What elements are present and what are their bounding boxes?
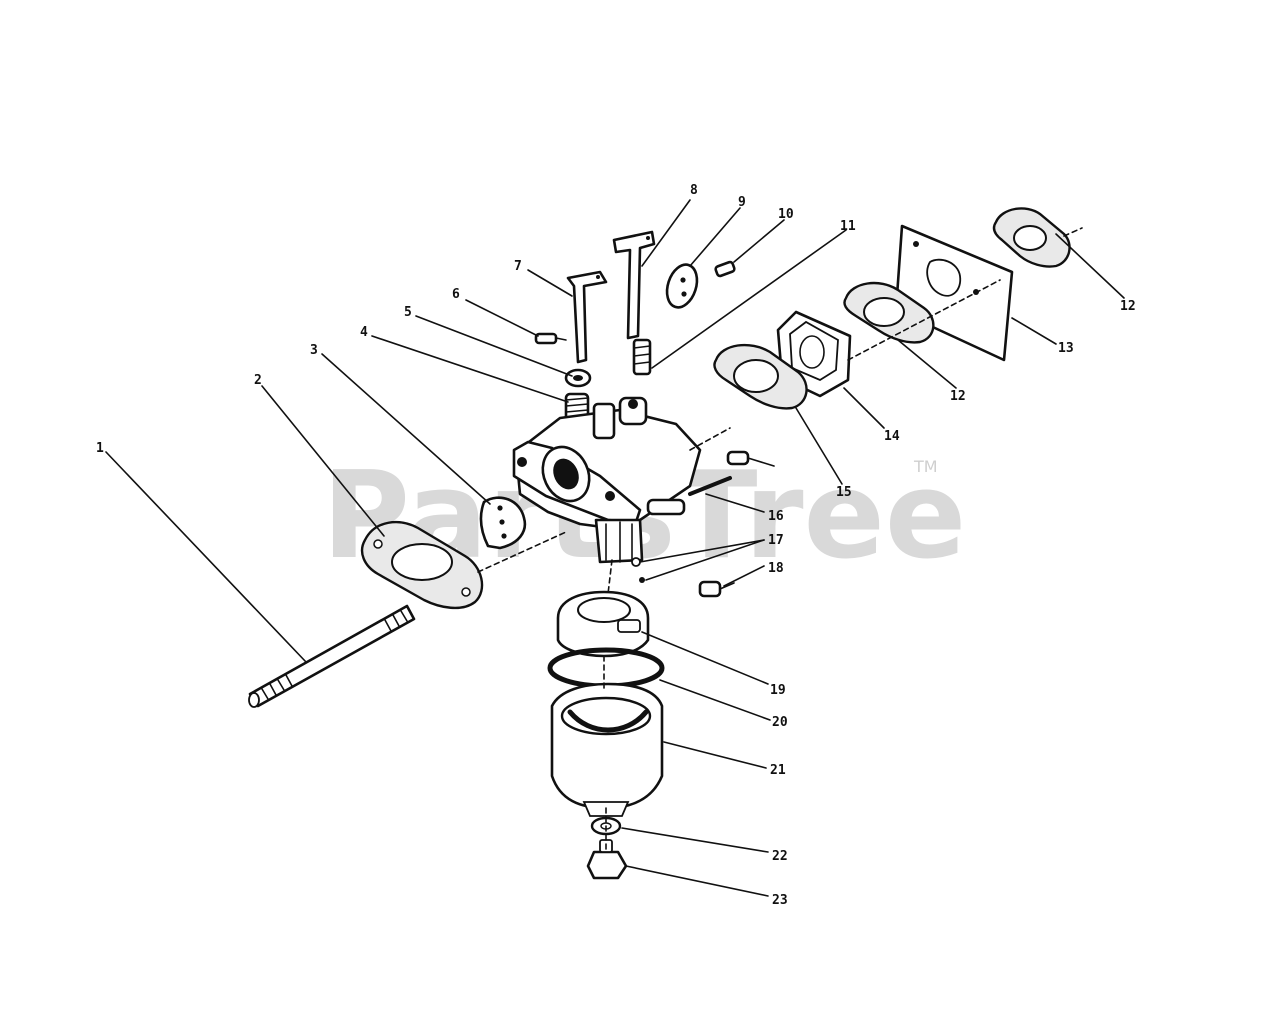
callout-14: 14	[884, 429, 900, 444]
part-19-float	[556, 590, 650, 658]
part-8-throttle-shaft	[612, 230, 656, 340]
callout-20: 20	[772, 715, 788, 730]
callout-10: 10	[778, 207, 794, 222]
part-16-screw	[688, 450, 775, 496]
part-10-screw	[714, 260, 736, 278]
part-21-float-bowl	[550, 682, 664, 817]
callout-labels: 1 2 3 4 5 6 7 8 9 10 11 12 12 13 14 15 1…	[96, 183, 1136, 908]
part-15-gasket	[713, 343, 808, 410]
callout-19: 19	[770, 683, 786, 698]
callout-5: 5	[404, 305, 412, 320]
part-12b-gasket	[843, 281, 935, 344]
callout-7: 7	[514, 259, 522, 274]
callout-12-upper: 12	[1120, 299, 1136, 314]
callout-17: 17	[768, 533, 784, 548]
callout-9: 9	[738, 195, 746, 210]
callout-4: 4	[360, 325, 368, 340]
part-7-choke-shaft	[566, 270, 608, 364]
part-11-idle-screw	[632, 338, 652, 376]
part-23-bowl-nut	[586, 839, 628, 880]
part-5-bushing	[564, 368, 592, 388]
part-12a-gasket	[992, 207, 1071, 268]
callout-2: 2	[254, 373, 262, 388]
part-3-choke-plate	[479, 496, 527, 550]
callout-21: 21	[770, 763, 786, 778]
part-2-gasket	[360, 521, 484, 610]
callout-18: 18	[768, 561, 784, 576]
callout-8: 8	[690, 183, 698, 198]
carburetor-body	[512, 396, 702, 564]
callout-12-middle: 12	[950, 389, 966, 404]
part-6-screw	[534, 332, 567, 345]
callout-13: 13	[1058, 341, 1074, 356]
callout-6: 6	[452, 287, 460, 302]
part-18-screw	[698, 580, 735, 598]
callout-22: 22	[772, 849, 788, 864]
callout-16: 16	[768, 509, 784, 524]
part-13-plate	[894, 224, 1014, 362]
callout-11: 11	[840, 219, 856, 234]
leader-lines	[105, 199, 1125, 897]
callout-15: 15	[836, 485, 852, 500]
callout-23: 23	[772, 893, 788, 908]
part-1-stud	[248, 604, 416, 708]
callout-1: 1	[96, 441, 104, 456]
part-9-throttle-plate	[665, 263, 699, 309]
callout-3: 3	[310, 343, 318, 358]
watermark-trademark: TM	[913, 457, 938, 476]
